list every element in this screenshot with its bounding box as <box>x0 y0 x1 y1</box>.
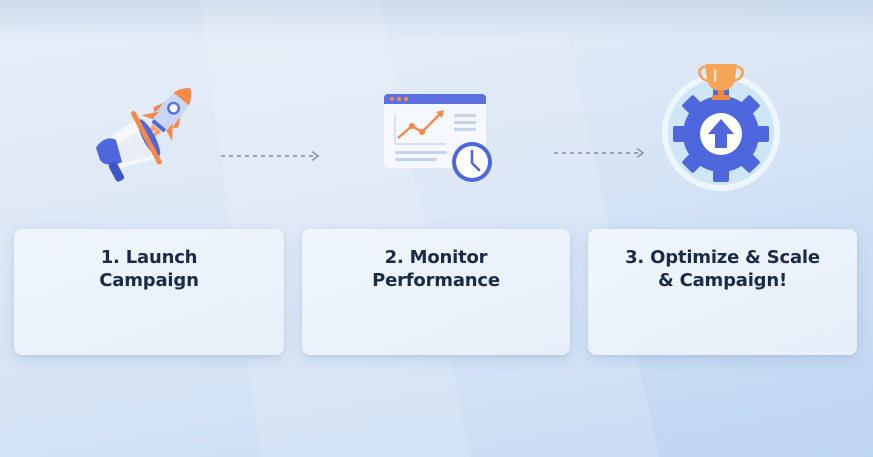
step-card-monitor: 2. Monitor Performance <box>302 229 570 355</box>
step-card-optimize: 3. Optimize & Scale & Campaign! <box>588 229 857 355</box>
background-top-shade <box>0 0 873 40</box>
dashed-arrow-connector <box>221 150 320 162</box>
step-title: 2. Monitor Performance <box>372 247 500 291</box>
dashed-arrow-connector <box>554 147 645 159</box>
megaphone-rocket-icon <box>96 88 192 182</box>
gear-trophy-upload-icon <box>662 64 780 191</box>
step-title: 1. Launch Campaign <box>99 247 199 291</box>
chart-window-clock-icon <box>384 94 492 182</box>
step-card-launch: 1. Launch Campaign <box>14 229 284 355</box>
step-title: 3. Optimize & Scale & Campaign! <box>625 247 820 291</box>
